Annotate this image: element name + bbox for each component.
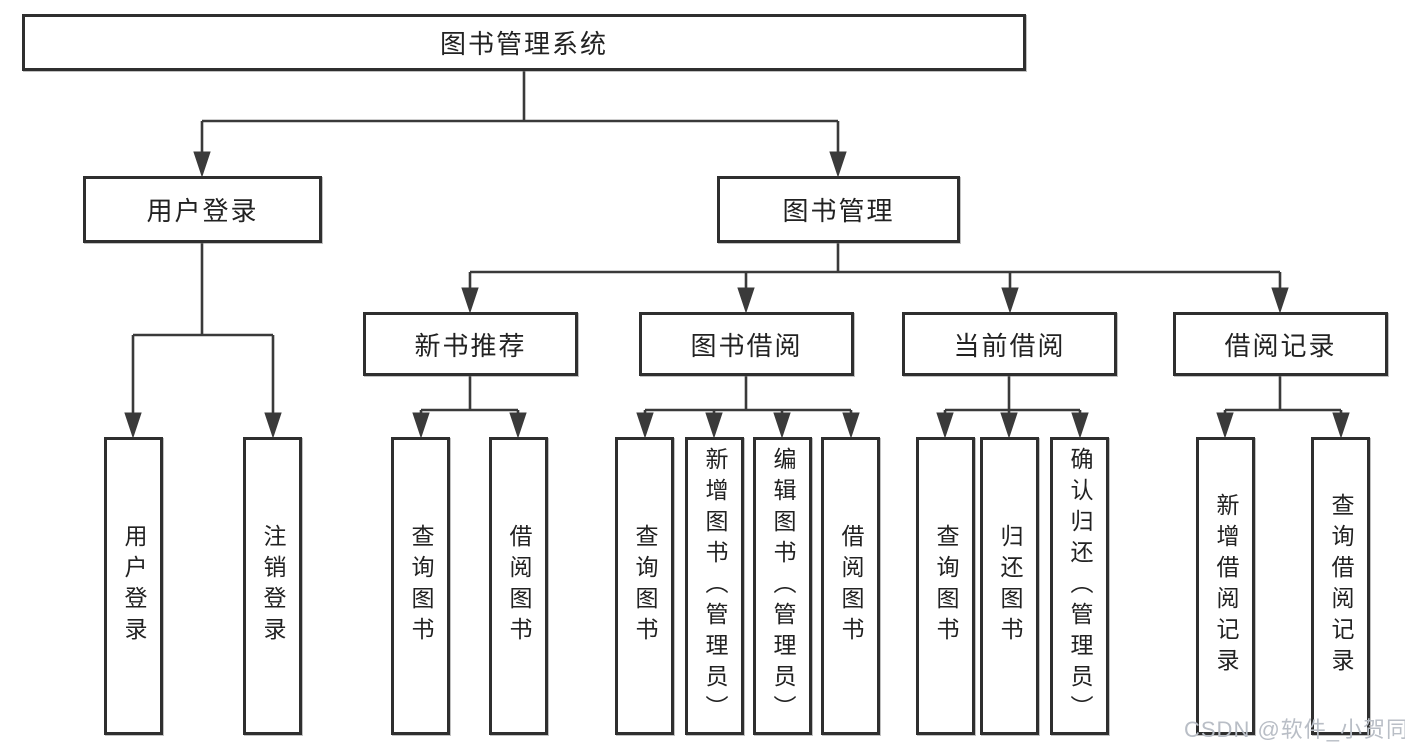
leaf-cb-confirm: 确认归还（管理员）	[1050, 437, 1109, 735]
connector-newbookrec-to-leaves	[419, 375, 520, 415]
arrow-to-leaf-cb-return	[1000, 412, 1018, 439]
arrow-to-leaf-br-query	[1332, 412, 1350, 439]
node-current-borrow-label: 当前借阅	[953, 330, 1066, 361]
node-new-book-rec-label: 新书推荐	[414, 330, 527, 361]
arrow-to-leaf-bb-edit	[773, 412, 791, 439]
connector-bookmgmt-to-level3	[468, 242, 1282, 290]
arrow-to-new-book-rec	[461, 287, 479, 314]
node-root-label: 图书管理系统	[439, 29, 608, 59]
leaf-user-login: 用户登录	[104, 437, 163, 735]
leaf-bb-edit-label: 编辑图书（管理员）	[770, 446, 796, 726]
node-book-borrow-label: 图书借阅	[690, 330, 803, 361]
node-user-login-label: 用户登录	[146, 196, 259, 226]
arrow-to-leaf-bb-borrow	[842, 412, 860, 439]
leaf-cb-query: 查询图书	[916, 437, 975, 735]
leaf-bb-borrow-label: 借阅图书	[838, 524, 864, 648]
arrow-to-leaf-cb-confirm	[1071, 412, 1089, 439]
leaf-nbr-borrow-label: 借阅图书	[506, 524, 532, 648]
arrow-to-book-mgmt	[829, 151, 847, 178]
leaf-br-add-label: 新增借阅记录	[1213, 493, 1239, 679]
leaf-cb-query-label: 查询图书	[933, 524, 959, 648]
leaf-bb-add-label: 新增图书（管理员）	[702, 446, 728, 726]
node-current-borrow: 当前借阅	[902, 312, 1117, 376]
arrow-to-user-login	[193, 151, 211, 178]
node-book-mgmt-label: 图书管理	[782, 196, 895, 226]
leaf-user-login-label: 用户登录	[121, 524, 147, 648]
node-borrow-record: 借阅记录	[1173, 312, 1388, 376]
arrow-to-borrow-record	[1271, 287, 1289, 314]
connector-root-to-level2	[200, 70, 840, 154]
leaf-bb-add: 新增图书（管理员）	[685, 437, 744, 735]
connector-currentborrow-to-leaves	[943, 375, 1082, 415]
leaf-nbr-query-label: 查询图书	[408, 524, 434, 648]
arrow-to-book-borrow	[737, 287, 755, 314]
leaf-nbr-borrow: 借阅图书	[489, 437, 548, 735]
arrow-to-leaf-logout	[264, 412, 282, 439]
leaf-bb-borrow: 借阅图书	[821, 437, 880, 735]
leaf-br-query: 查询借阅记录	[1311, 437, 1370, 735]
arrow-to-leaf-user-login	[124, 412, 142, 439]
leaf-bb-edit: 编辑图书（管理员）	[753, 437, 812, 735]
leaf-logout: 注销登录	[243, 437, 302, 735]
node-user-login: 用户登录	[83, 176, 322, 243]
leaf-cb-return: 归还图书	[980, 437, 1039, 735]
leaf-nbr-query: 查询图书	[391, 437, 450, 735]
node-book-borrow: 图书借阅	[639, 312, 854, 376]
leaf-br-query-label: 查询借阅记录	[1328, 493, 1354, 679]
leaf-bb-query: 查询图书	[615, 437, 674, 735]
arrow-to-leaf-nbr-borrow	[509, 412, 527, 439]
node-book-mgmt: 图书管理	[717, 176, 960, 243]
arrow-to-current-borrow	[1001, 287, 1019, 314]
node-new-book-rec: 新书推荐	[363, 312, 578, 376]
connector-borrowrecord-to-leaves	[1223, 375, 1343, 415]
connector-bookborrow-to-leaves	[643, 375, 853, 415]
connector-userlogin-to-leaves	[131, 242, 275, 415]
arrow-to-leaf-bb-add	[705, 412, 723, 439]
leaf-logout-label: 注销登录	[260, 524, 286, 648]
arrow-to-leaf-bb-query	[636, 412, 654, 439]
leaf-cb-return-label: 归还图书	[997, 524, 1023, 648]
csdn-watermark: CSDN @软件_小贺同学	[1184, 717, 1405, 742]
leaf-br-add: 新增借阅记录	[1196, 437, 1255, 735]
leaf-cb-confirm-label: 确认归还（管理员）	[1067, 446, 1093, 726]
arrow-to-leaf-br-add	[1216, 412, 1234, 439]
leaf-bb-query-label: 查询图书	[632, 524, 658, 648]
arrowheads	[124, 151, 1350, 439]
node-borrow-record-label: 借阅记录	[1224, 330, 1337, 361]
arrow-to-leaf-nbr-query	[412, 412, 430, 439]
node-root: 图书管理系统	[22, 14, 1026, 71]
arrow-to-leaf-cb-query	[936, 412, 954, 439]
